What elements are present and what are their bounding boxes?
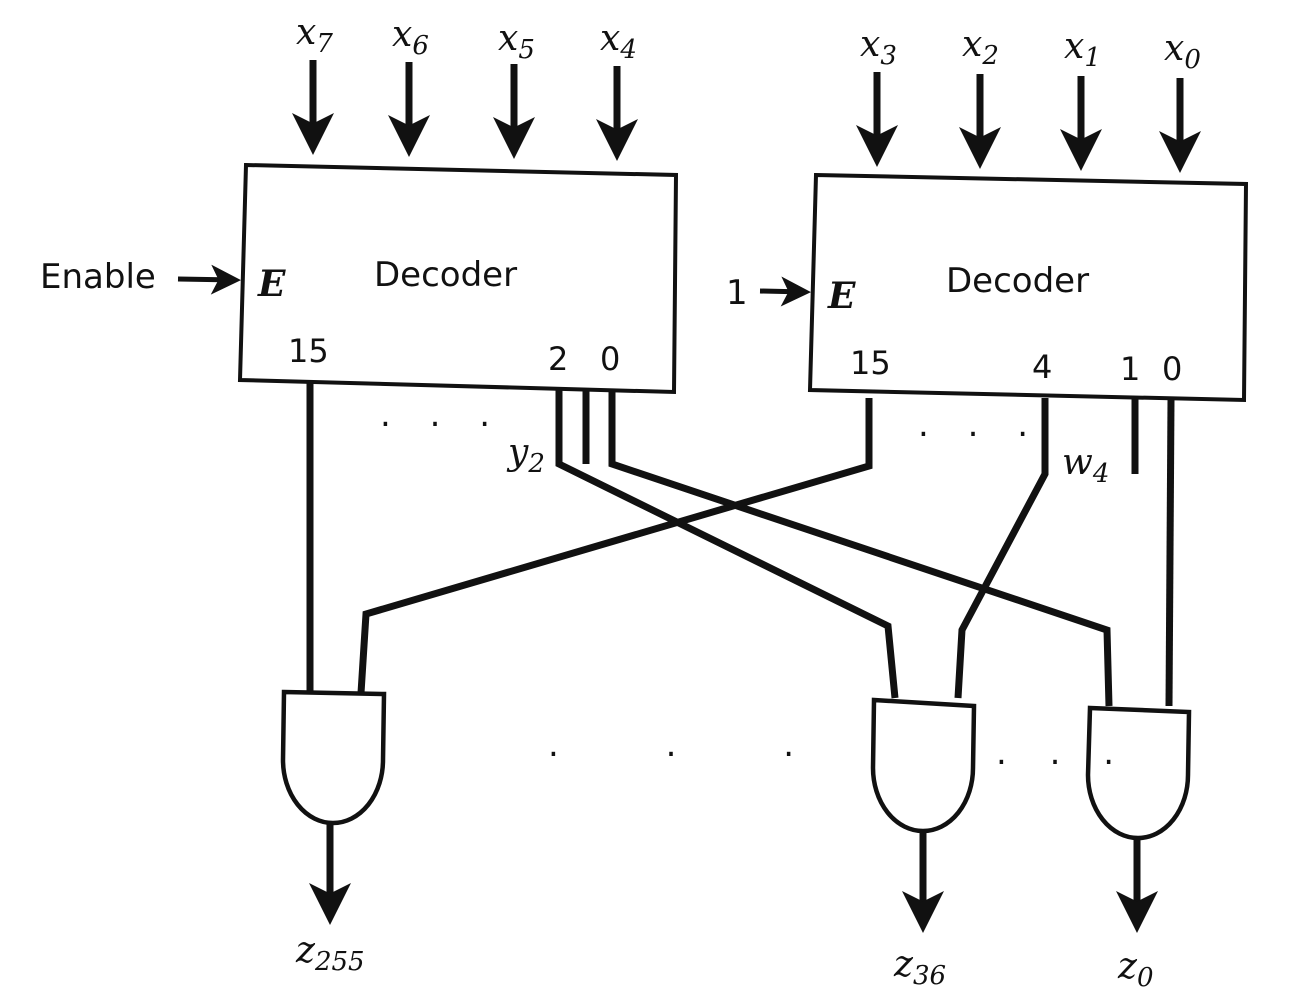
input-label-x6: x6 xyxy=(392,14,429,61)
right-output-0: 0 xyxy=(1162,350,1182,388)
and-gate-z255 xyxy=(280,689,387,826)
and-gate-z0 xyxy=(1085,705,1192,841)
input-label-x2: x2 xyxy=(962,24,999,71)
input-label-x1: x1 xyxy=(1064,26,1101,73)
left-decoder-title: Decoder xyxy=(374,255,517,295)
input-label-x3: x3 xyxy=(860,24,897,71)
signal-label-w4: w4 xyxy=(1062,442,1109,489)
right-output-15: 15 xyxy=(850,344,891,382)
left-decoder-enable-pin: E xyxy=(257,263,286,305)
left-decoder-box xyxy=(237,162,679,395)
left-output-2: 2 xyxy=(548,340,568,378)
ellipsis-right-decoder-outputs-a: . . . xyxy=(918,405,1042,445)
right-decoder-title: Decoder xyxy=(946,261,1089,301)
output-label-z255: z255 xyxy=(295,930,365,977)
input-label-x4: x4 xyxy=(600,18,637,65)
input-label-x0: x0 xyxy=(1164,28,1201,75)
ellipsis-gates-right: . . . xyxy=(996,733,1130,773)
ellipsis-left-decoder-outputs: . . . xyxy=(380,395,504,435)
input-label-x5: x5 xyxy=(498,18,535,65)
right-decoder-input-arrows xyxy=(856,72,1201,173)
output-label-z0: z0 xyxy=(1117,946,1154,993)
output-label-z36: z36 xyxy=(893,944,946,991)
and-gate-z36 xyxy=(870,697,977,834)
wire-w4-to-gate-z36 xyxy=(954,398,1049,699)
wires xyxy=(306,383,1175,707)
wire-r15-to-gate-z255 xyxy=(357,398,873,694)
input-label-x7: x7 xyxy=(296,12,333,59)
enable-input-label: Enable xyxy=(40,257,156,297)
left-output-15: 15 xyxy=(288,332,329,370)
left-output-0: 0 xyxy=(600,340,620,378)
enable-arrow-left xyxy=(177,264,241,295)
wire-y2-to-gate-z36 xyxy=(555,390,899,699)
enable-arrow-right xyxy=(759,276,811,307)
ellipsis-gates-middle: . . . xyxy=(548,725,842,765)
wire-l0-to-gate-z0 xyxy=(608,392,1113,707)
right-output-1: 1 xyxy=(1120,350,1140,388)
signal-label-y2: y2 xyxy=(506,432,545,479)
right-decoder-box xyxy=(807,172,1249,403)
right-decoder-enable-pin: E xyxy=(827,275,856,317)
constant-one-label: 1 xyxy=(726,273,748,313)
left-decoder-input-arrows xyxy=(292,60,638,161)
right-output-4: 4 xyxy=(1032,348,1052,386)
wire-r0-to-gate-z0 xyxy=(1165,399,1175,707)
